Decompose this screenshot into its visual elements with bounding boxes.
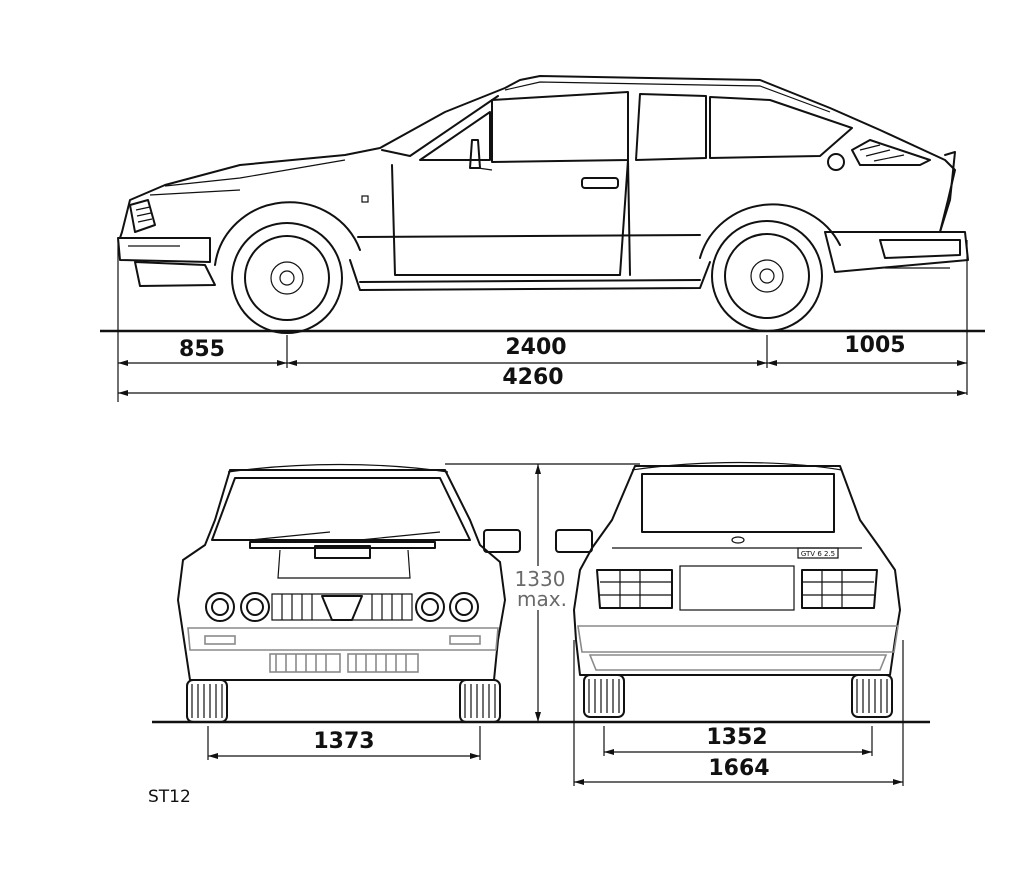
rear-track-dimension: 1352 [706, 725, 767, 750]
rear-view-car: GTV 6 2.5 [555, 461, 901, 718]
height-dimension-value: 1330 [515, 567, 566, 591]
wheelbase-dimension: 2400 [505, 335, 566, 360]
side-view-rear-wheel [711, 220, 823, 332]
rear-overhang-dimension: 1005 [844, 333, 905, 358]
front-view-car [177, 463, 521, 723]
rear-dimension-lines [573, 640, 904, 786]
front-track-dimension-line [207, 726, 481, 760]
overall-width-dimension: 1664 [708, 756, 769, 781]
side-view-car [117, 75, 969, 291]
side-view-front-wheel [231, 222, 343, 334]
sheet-reference: ST12 [148, 787, 191, 807]
front-overhang-dimension: 855 [179, 337, 225, 362]
height-dimension-qualifier: max. [517, 587, 567, 611]
rear-badge: GTV 6 2.5 [801, 550, 835, 558]
front-track-dimension: 1373 [313, 729, 374, 754]
overall-length-dimension: 4260 [502, 365, 563, 390]
side-view-dimension-lines [117, 240, 968, 402]
